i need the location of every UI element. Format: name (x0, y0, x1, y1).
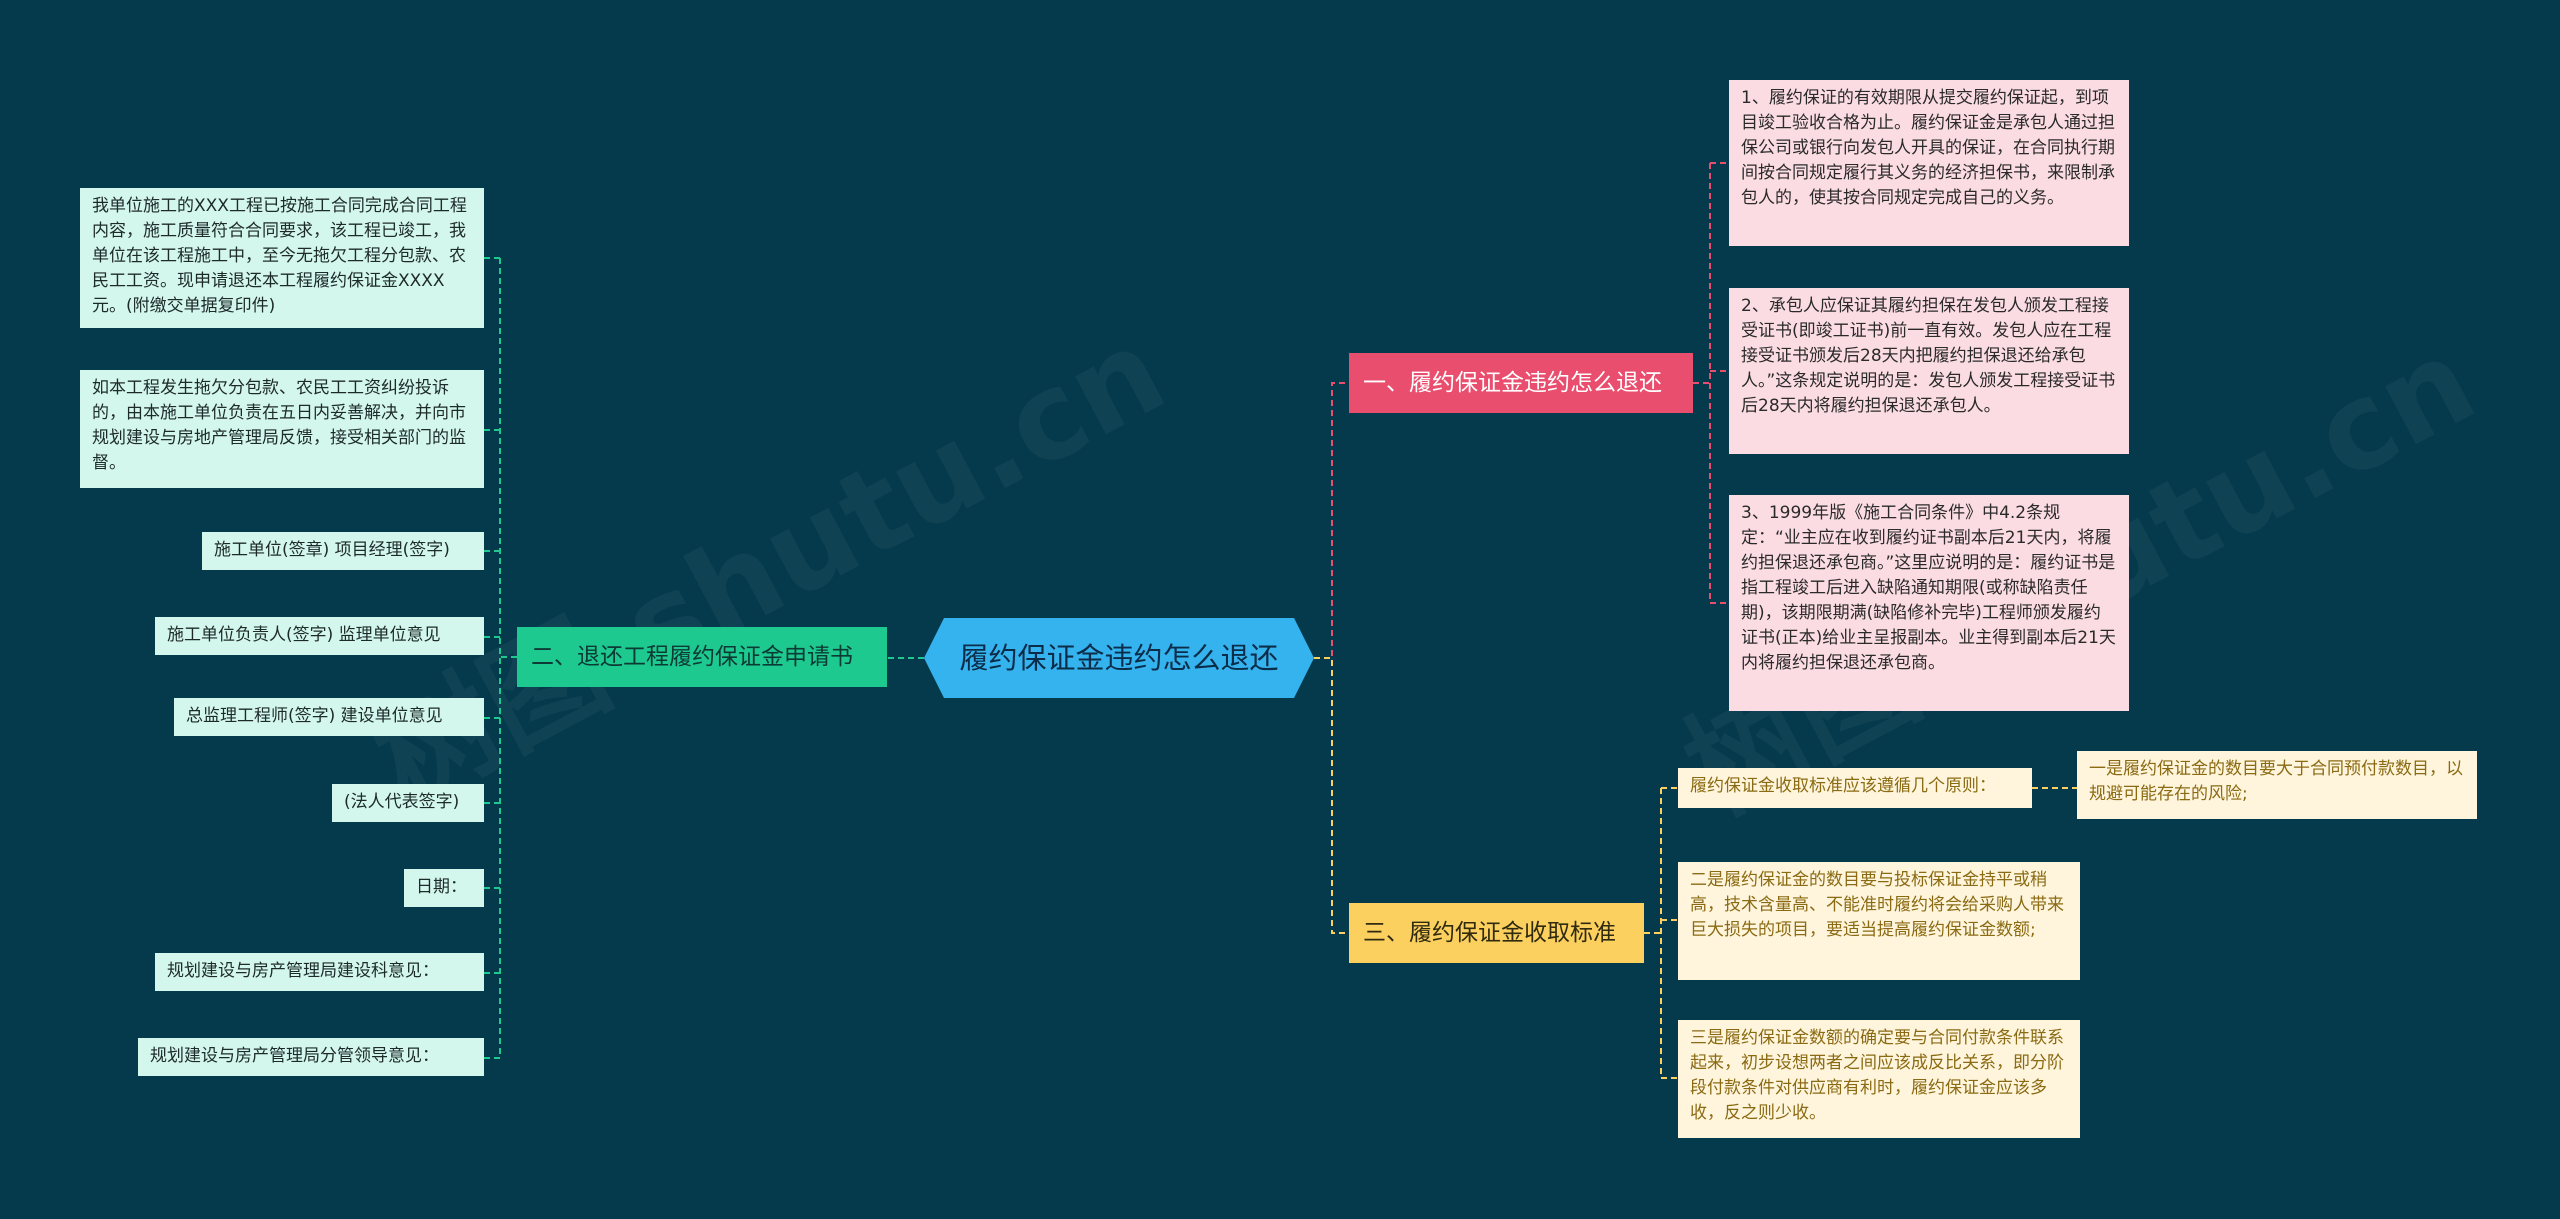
link-root-branch1 (1314, 382, 1349, 659)
link-branch3-leaves (1644, 787, 1678, 1079)
branch-2-leaf-6[interactable]: (法人代表签字) (332, 784, 484, 822)
branch-2-leaf-9[interactable]: 规划建设与房产管理局分管领导意见： (138, 1038, 484, 1076)
branch-1-topic[interactable]: 一、履约保证金违约怎么退还 (1349, 353, 1693, 413)
branch-2-leaf-1[interactable]: 我单位施工的XXX工程已按施工合同完成合同工程内容，施工质量符合合同要求，该工程… (80, 188, 484, 328)
branch-1-leaf-2[interactable]: 2、承包人应保证其履约担保在发包人颁发工程接受证书(即竣工证书)前一直有效。发包… (1729, 288, 2129, 454)
branch-2-leaf-3[interactable]: 施工单位(签章) 项目经理(签字) (202, 532, 484, 570)
branch-2-topic[interactable]: 二、退还工程履约保证金申请书 (517, 627, 887, 687)
link-branch2-leaves (484, 257, 517, 1059)
link-branch1-leaves (1693, 162, 1729, 604)
branch-2-leaf-7[interactable]: 日期： (404, 869, 484, 907)
branch-2-leaf-4[interactable]: 施工单位负责人(签字) 监理单位意见 (155, 617, 484, 655)
branch-1-leaf-1[interactable]: 1、履约保证的有效期限从提交履约保证起，到项目竣工验收合格为止。履约保证金是承包… (1729, 80, 2129, 246)
branch-3-topic[interactable]: 三、履约保证金收取标准 (1349, 903, 1644, 963)
branch-2-leaf-8[interactable]: 规划建设与房产管理局建设科意见： (155, 953, 484, 991)
branch-3-leaf-3[interactable]: 三是履约保证金数额的确定要与合同付款条件联系起来，初步设想两者之间应该成反比关系… (1678, 1020, 2080, 1138)
branch-2-leaf-5[interactable]: 总监理工程师(签字) 建设单位意见 (174, 698, 484, 736)
link-root-branch3 (1314, 657, 1349, 934)
branch-3-leaf-1[interactable]: 履约保证金收取标准应该遵循几个原则： (1678, 768, 2032, 808)
branch-3-subleaf-1[interactable]: 一是履约保证金的数目要大于合同预付款数目，以规避可能存在的风险; (2077, 751, 2477, 819)
root-topic[interactable]: 履约保证金违约怎么退还 (924, 618, 1314, 698)
branch-3-leaf-2[interactable]: 二是履约保证金的数目要与投标保证金持平或稍高，技术含量高、不能准时履约将会给采购… (1678, 862, 2080, 980)
branch-1-leaf-3[interactable]: 3、1999年版《施工合同条件》中4.2条规定：“业主应在收到履约证书副本后21… (1729, 495, 2129, 711)
branch-2-leaf-2[interactable]: 如本工程发生拖欠分包款、农民工工资纠纷投诉的，由本施工单位负责在五日内妥善解决，… (80, 370, 484, 488)
